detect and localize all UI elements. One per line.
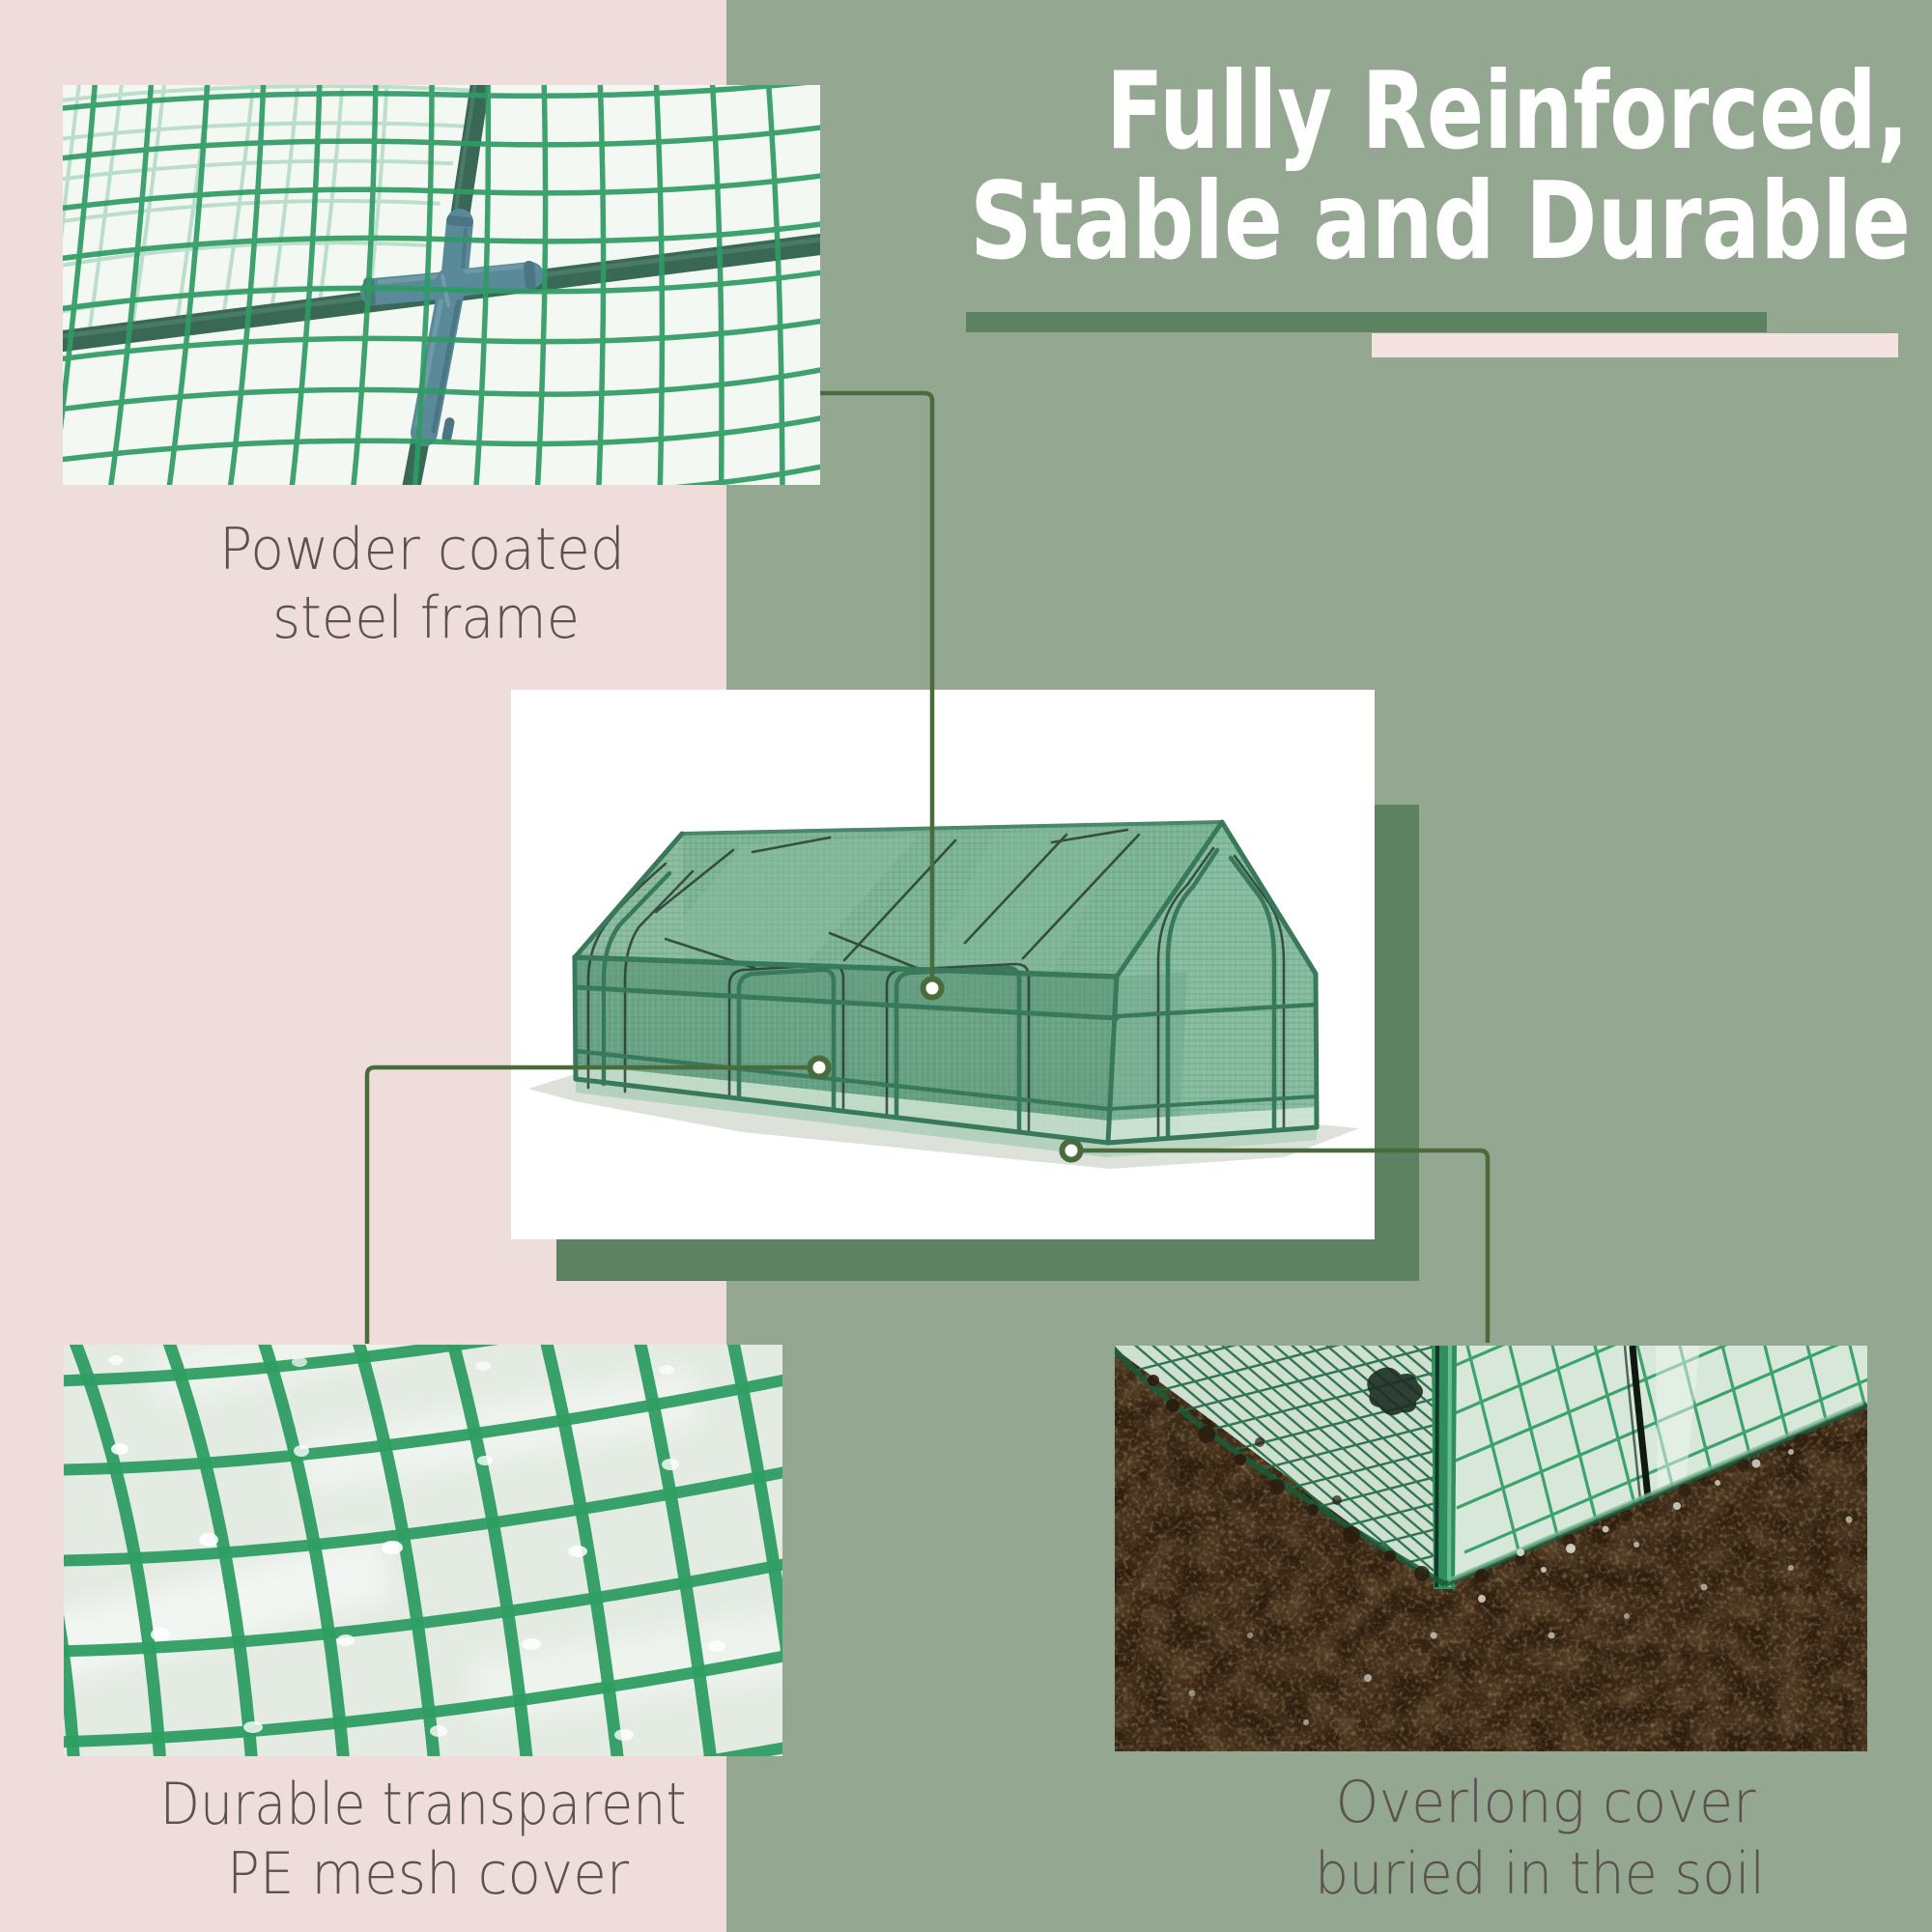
- photo2-glints: [108, 1355, 725, 1741]
- photo-cover-buried-in-soil: [1115, 1346, 1867, 1751]
- photo3-corner-pole: [1432, 1346, 1457, 1589]
- caption-overlong-cover-line-2: buried in the soil: [1315, 1840, 1765, 1908]
- photo3-lime-specks: [1188, 1449, 1853, 1725]
- photo-steel-frame-closeup: [63, 85, 820, 485]
- photo3-mesh-knot: [1367, 1367, 1424, 1416]
- title-line-2: Stable and Durable: [970, 159, 1911, 284]
- photo2-mesh-grid: [64, 1345, 782, 1756]
- title-line-1: Fully Reinforced,: [1106, 49, 1909, 174]
- photo1-front-mesh-grid: [63, 85, 820, 485]
- photo-pe-mesh-closeup: [64, 1345, 782, 1756]
- title-underline-pink-bar: [1372, 333, 1898, 357]
- photo3-soil-crumbs: [1148, 1375, 1807, 1582]
- caption-overlong-cover-line-1: Overlong cover: [1336, 1769, 1756, 1836]
- greenhouse-product-image: [528, 819, 1359, 1169]
- title-underline-green-bar: [966, 312, 1767, 332]
